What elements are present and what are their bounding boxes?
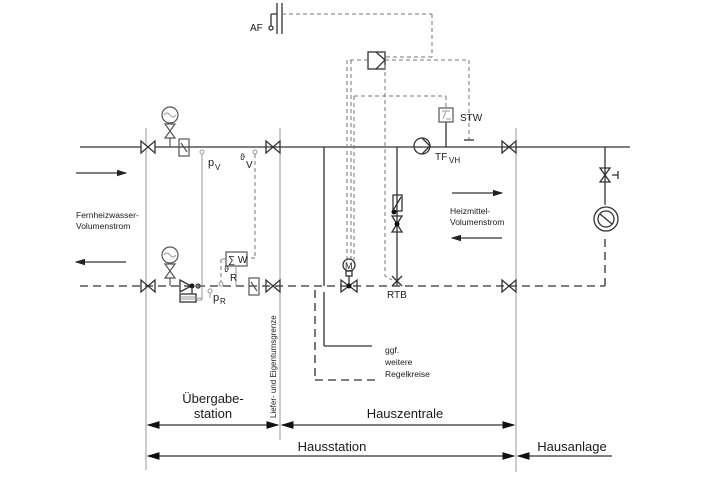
pressure-controller-icon: p R (179, 278, 226, 306)
label-af: AF (250, 23, 263, 34)
label-boundary: Liefer- und Eigentumsgrenze (269, 315, 278, 418)
valve-icon[interactable] (265, 278, 281, 294)
svg-text:Volumenstrom: Volumenstrom (450, 217, 504, 227)
thermostat-icon: STW (438, 107, 483, 147)
svg-text:station: station (194, 406, 232, 421)
valve-icon[interactable] (140, 278, 156, 294)
label-district-flow: Fernheizwasser- (76, 210, 139, 220)
radiator-icon[interactable] (593, 206, 619, 232)
return-limiter-icon: RTB (384, 260, 407, 301)
valve-icon[interactable] (140, 139, 156, 155)
label-temp-return: ϑ (224, 264, 229, 274)
svg-text:ggf.: ggf. (385, 345, 399, 355)
strainer-icon (178, 138, 190, 157)
label-house-central: Hauszentrale (367, 406, 444, 421)
label-transfer-station: Übergabe- (182, 391, 243, 406)
label-rtb: RTB (387, 290, 407, 301)
svg-text:∑ W: ∑ W (228, 255, 248, 266)
svg-text:weitere: weitere (384, 357, 413, 367)
label-tf: TF (435, 152, 447, 163)
further-circuits: ggf. weitere Regelkreise (314, 290, 430, 381)
label-house-system: Hausanlage (537, 439, 606, 454)
pressure-gauge-icon (161, 246, 179, 286)
svg-text:M: M (345, 261, 353, 271)
supply-line (80, 146, 630, 205)
flow-arrow-icon (450, 189, 504, 242)
temp-sensor-supply: ϑ V (240, 149, 258, 259)
check-valve-icon (390, 194, 404, 233)
svg-text:V: V (246, 160, 253, 171)
label-stw: STW (460, 113, 483, 124)
label-heating-flow: Heizmittel- (450, 206, 490, 216)
valve-icon[interactable] (265, 139, 281, 155)
controller-icon[interactable] (346, 51, 470, 260)
outdoor-sensor-icon: AF (250, 3, 433, 58)
svg-text:Regelkreise: Regelkreise (385, 369, 430, 379)
return-line (80, 235, 606, 287)
label-pressure-return: p (213, 292, 219, 304)
label-house-station: Hausstation (298, 439, 367, 454)
pressure-gauge-icon (161, 106, 179, 147)
heat-meter-icon: ∑ W ϑ R (218, 251, 248, 287)
valve-icon[interactable] (501, 278, 517, 294)
strainer-icon (248, 277, 260, 296)
svg-text:R: R (220, 297, 226, 306)
svg-text:Volumenstrom: Volumenstrom (76, 221, 130, 231)
pump-icon[interactable]: TF VH (413, 137, 460, 165)
svg-text:VH: VH (449, 156, 460, 165)
pressure-sensor-supply: p V (196, 149, 221, 301)
valve-icon[interactable] (501, 139, 517, 155)
svg-text:R: R (230, 273, 237, 284)
svg-text:V: V (215, 163, 221, 172)
label-pressure-supply: p (208, 157, 214, 169)
motor-icon[interactable]: M (340, 258, 358, 294)
flow-arrow-icon (74, 169, 128, 266)
radiator-valve-icon[interactable] (598, 167, 619, 183)
label-temp-supply: ϑ (240, 152, 245, 162)
